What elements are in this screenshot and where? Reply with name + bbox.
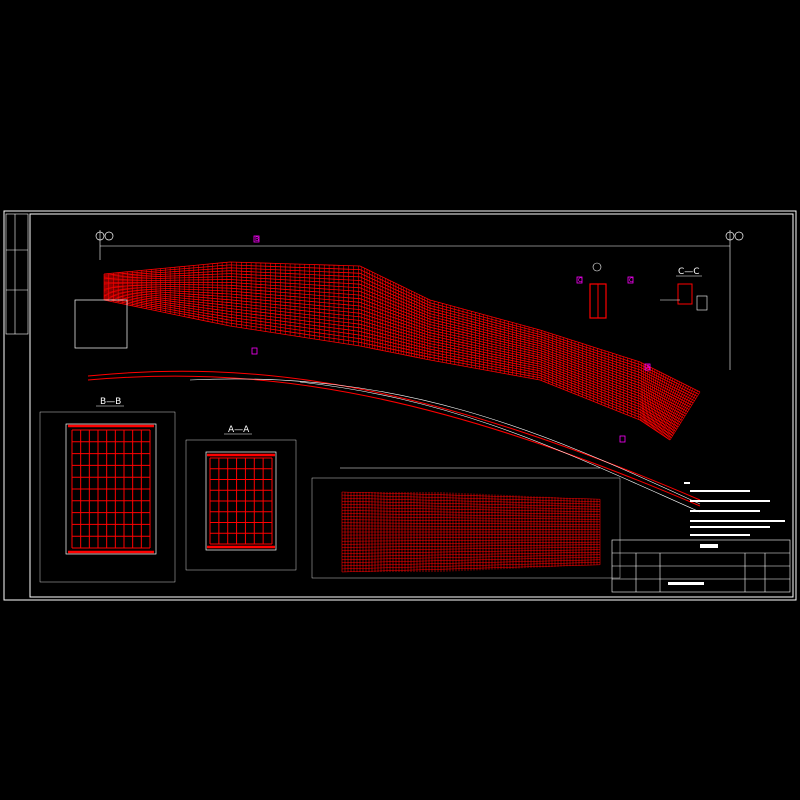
alignment-curves	[87, 370, 701, 513]
detail-c-c: C—C	[660, 267, 708, 311]
section-marker-label: A	[646, 364, 651, 371]
notes-block	[684, 482, 785, 536]
title-block	[611, 539, 791, 593]
axis-bubble-icon	[104, 231, 114, 241]
section-marker-icon	[619, 435, 626, 443]
section-title: A—A	[228, 425, 250, 435]
axis-bubble-icon	[734, 231, 744, 241]
inner-frame	[29, 213, 794, 598]
deck-plan	[311, 467, 621, 579]
section-b-b: B—B	[39, 397, 176, 583]
detail-c-markers: C C	[576, 262, 634, 319]
section-marker-icon	[644, 363, 651, 371]
left-abutment	[74, 299, 128, 349]
section-title: C—C	[678, 267, 700, 277]
svg-text:C: C	[629, 277, 633, 284]
top-dimension-line	[99, 230, 731, 370]
section-marker-label: B	[255, 236, 259, 243]
section-marker-icon	[251, 347, 258, 355]
axis-bubble-icon	[95, 231, 105, 241]
section-a-a: A—A	[185, 425, 297, 571]
section-title: B—B	[100, 397, 121, 407]
section-marker-icon	[253, 235, 260, 243]
axis-bubble-icon	[725, 231, 735, 241]
main-elevation-rebar	[103, 261, 701, 441]
svg-text:C: C	[578, 277, 582, 284]
outer-frame	[3, 210, 797, 601]
binding-strip	[5, 213, 29, 335]
